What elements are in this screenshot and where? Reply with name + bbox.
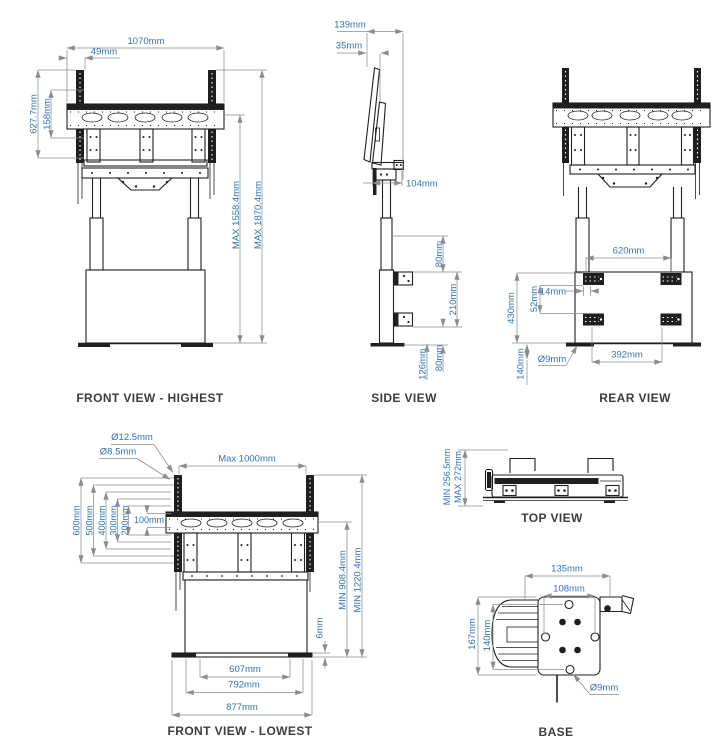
dim-plate-width: 135mm <box>551 564 583 575</box>
label-base: BASE <box>539 725 574 739</box>
dim-foot-outer-span: 792mm <box>228 680 260 691</box>
dim-max-depth: MAX 272mm <box>453 451 463 503</box>
label-rear-view: REAR VIEW <box>599 391 671 405</box>
dim-base-width: 877mm <box>226 702 258 713</box>
dim-plate-height: 167mm <box>467 618 478 650</box>
dim-rail-inset: 49mm <box>91 47 117 58</box>
dim-bracket-span: 620mm <box>613 246 645 257</box>
dim-vesa-600: 600mm <box>72 505 82 535</box>
dim-hole-small: Ø8.5mm <box>100 447 137 458</box>
side-drawing <box>363 67 414 347</box>
dim-max-height-overall: MAX 1870.4mm <box>253 181 264 249</box>
view-rear: 620mm 14mm 52mm 430mm 140mm Ø9mm <box>506 68 711 405</box>
dim-base-hole-diameter: Ø9mm <box>590 683 619 694</box>
base-drawing <box>491 594 635 703</box>
dim-foot-clearance: 126mm <box>418 348 429 380</box>
dim-rail-slot-height: 158mm <box>42 98 53 130</box>
label-front-view-highest: FRONT VIEW - HIGHEST <box>76 391 224 405</box>
front-lowest-drawing <box>165 475 319 658</box>
dim-bracket-gap: 210mm <box>448 284 459 316</box>
front-highest-dimensions: 1070mm 49mm 627.7mm 158mm MAX 1558.4mm M… <box>29 36 267 344</box>
label-top-view: TOP VIEW <box>521 511 583 525</box>
view-base: 135mm 108mm 167mm 140mm Ø9mm BASE <box>467 564 635 739</box>
dim-vesa-200: 200mm <box>120 505 130 535</box>
dim-foot-inner-span: 607mm <box>229 664 261 675</box>
rear-drawing <box>552 68 711 347</box>
dim-total-width: 1070mm <box>128 36 165 47</box>
dim-slot-pitch: 52mm <box>529 286 540 312</box>
dim-hole-span-h: 108mm <box>553 584 585 595</box>
rear-bracket-blocks <box>583 273 682 326</box>
dim-bracket-height: 627.7mm <box>29 94 40 134</box>
dim-min-height-overall: MIN 1220.4mm <box>353 547 364 612</box>
dim-hole-span: 392mm <box>611 350 643 361</box>
dim-hole-span-v: 140mm <box>482 620 493 652</box>
front-lowest-dimensions: Ø12.5mm Ø8.5mm Max 1000mm <box>72 432 367 718</box>
view-front-highest: 1070mm 49mm 627.7mm 158mm MAX 1558.4mm M… <box>29 36 267 405</box>
top-dimensions: MIN 256.5mm MAX 272mm <box>442 449 508 507</box>
dim-rear-hole-diameter: Ø9mm <box>538 354 567 365</box>
front-highest-drawing <box>66 70 225 347</box>
dim-total-depth: 139mm <box>334 20 366 31</box>
top-drawing <box>483 457 628 503</box>
dim-min-height-bracket: MIN 908.4mm <box>338 550 349 610</box>
dim-slot-offset: 14mm <box>540 287 566 298</box>
dim-column-depth: 104mm <box>406 179 438 190</box>
dim-vesa-300: 300mm <box>109 505 119 535</box>
label-side-view: SIDE VIEW <box>371 391 437 405</box>
dim-max-height-to-bracket: MAX 1558.4mm <box>231 181 242 249</box>
dim-min-depth: MIN 256.5mm <box>442 449 452 506</box>
rear-dimensions: 620mm 14mm 52mm 430mm 140mm Ø9mm <box>506 246 672 385</box>
side-dimensions: 139mm 35mm 104mm 80mm 210mm 80mm 126mm <box>334 20 462 380</box>
dim-panel-depth: 35mm <box>336 41 362 52</box>
dim-hole-large: Ø12.5mm <box>111 432 153 443</box>
view-front-lowest: Ø12.5mm Ø8.5mm Max 1000mm <box>72 432 367 738</box>
dim-max-panel-width: Max 1000mm <box>218 454 276 465</box>
dim-foot-drop: 140mm <box>516 348 527 380</box>
dim-vesa-400: 400mm <box>97 505 107 535</box>
dim-bracket-column-height: 430mm <box>506 292 517 324</box>
dim-foot-plate-thickness: 6mm <box>315 617 326 638</box>
dim-vesa-100: 100mm <box>134 515 164 525</box>
view-top: MIN 256.5mm MAX 272mm TOP VIEW <box>442 449 628 525</box>
label-front-view-lowest: FRONT VIEW - LOWEST <box>168 724 313 738</box>
dim-vesa-500: 500mm <box>85 505 95 535</box>
view-side: 139mm 35mm 104mm 80mm 210mm 80mm 126mm <box>334 20 462 405</box>
dim-lower-bracket-offset: 80mm <box>434 345 445 371</box>
dim-upper-bracket-offset: 80mm <box>434 241 445 267</box>
base-dimensions: 135mm 108mm 167mm 140mm Ø9mm <box>467 564 619 695</box>
